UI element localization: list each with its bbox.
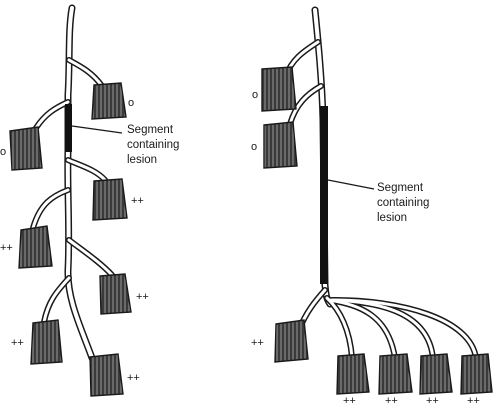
left-muscle-6: [30, 319, 63, 365]
right-mark-5: ++: [385, 395, 398, 406]
right-mark-2: o: [251, 141, 257, 153]
right-label-line-1: Segment: [377, 182, 424, 194]
left-label-line-2: containing: [127, 139, 179, 151]
right-mark-4: ++: [343, 395, 356, 406]
right-lesion-label: Segment containing lesion: [377, 182, 433, 224]
left-muscle-7: [89, 353, 124, 397]
right-mark-3: ++: [251, 337, 264, 349]
right-muscle-6: [419, 353, 453, 395]
right-muscle-7: [460, 353, 493, 395]
left-muscle-5: [99, 273, 132, 315]
left-label-line-1: Segment: [127, 124, 174, 136]
left-nerve-trunk: [64, 4, 96, 362]
left-mark-1: o: [128, 97, 134, 109]
left-muscle-4: [18, 225, 53, 269]
left-label-line-3: lesion: [127, 154, 157, 166]
right-label-leader: [327, 179, 375, 190]
left-muscle-2: [9, 126, 43, 171]
left-nerve-diagram: Segment containing lesion o o ++ ++ ++ +…: [0, 4, 183, 397]
left-lesion-label: Segment containing lesion: [127, 124, 183, 166]
right-muscle-3: [274, 319, 309, 363]
left-muscle-3: [92, 178, 128, 221]
right-muscle-2: [263, 121, 298, 169]
right-muscle-1: [261, 66, 297, 112]
right-muscle-5: [378, 353, 413, 395]
left-muscle-1: [91, 82, 127, 120]
right-mark-6: ++: [426, 395, 439, 406]
left-mark-7: ++: [127, 372, 140, 384]
right-mark-7: ++: [467, 395, 480, 406]
right-label-line-3: lesion: [377, 212, 407, 224]
right-nerve-branches: [283, 39, 479, 361]
left-mark-6: ++: [11, 337, 24, 349]
right-mark-1: o: [252, 89, 258, 101]
right-lesion-segment: [320, 106, 328, 284]
left-mark-3: ++: [131, 195, 144, 207]
left-mark-4: ++: [0, 242, 13, 254]
left-mark-5: ++: [136, 291, 149, 303]
right-nerve-diagram: Segment containing lesion o o ++ ++ ++ +…: [251, 6, 493, 406]
right-label-line-2: containing: [377, 197, 429, 209]
left-nerve-branches: [30, 57, 115, 325]
right-muscle-4: [336, 353, 370, 395]
left-mark-2: o: [0, 146, 6, 158]
left-lesion-segment: [65, 104, 72, 152]
left-label-leader: [71, 125, 123, 134]
